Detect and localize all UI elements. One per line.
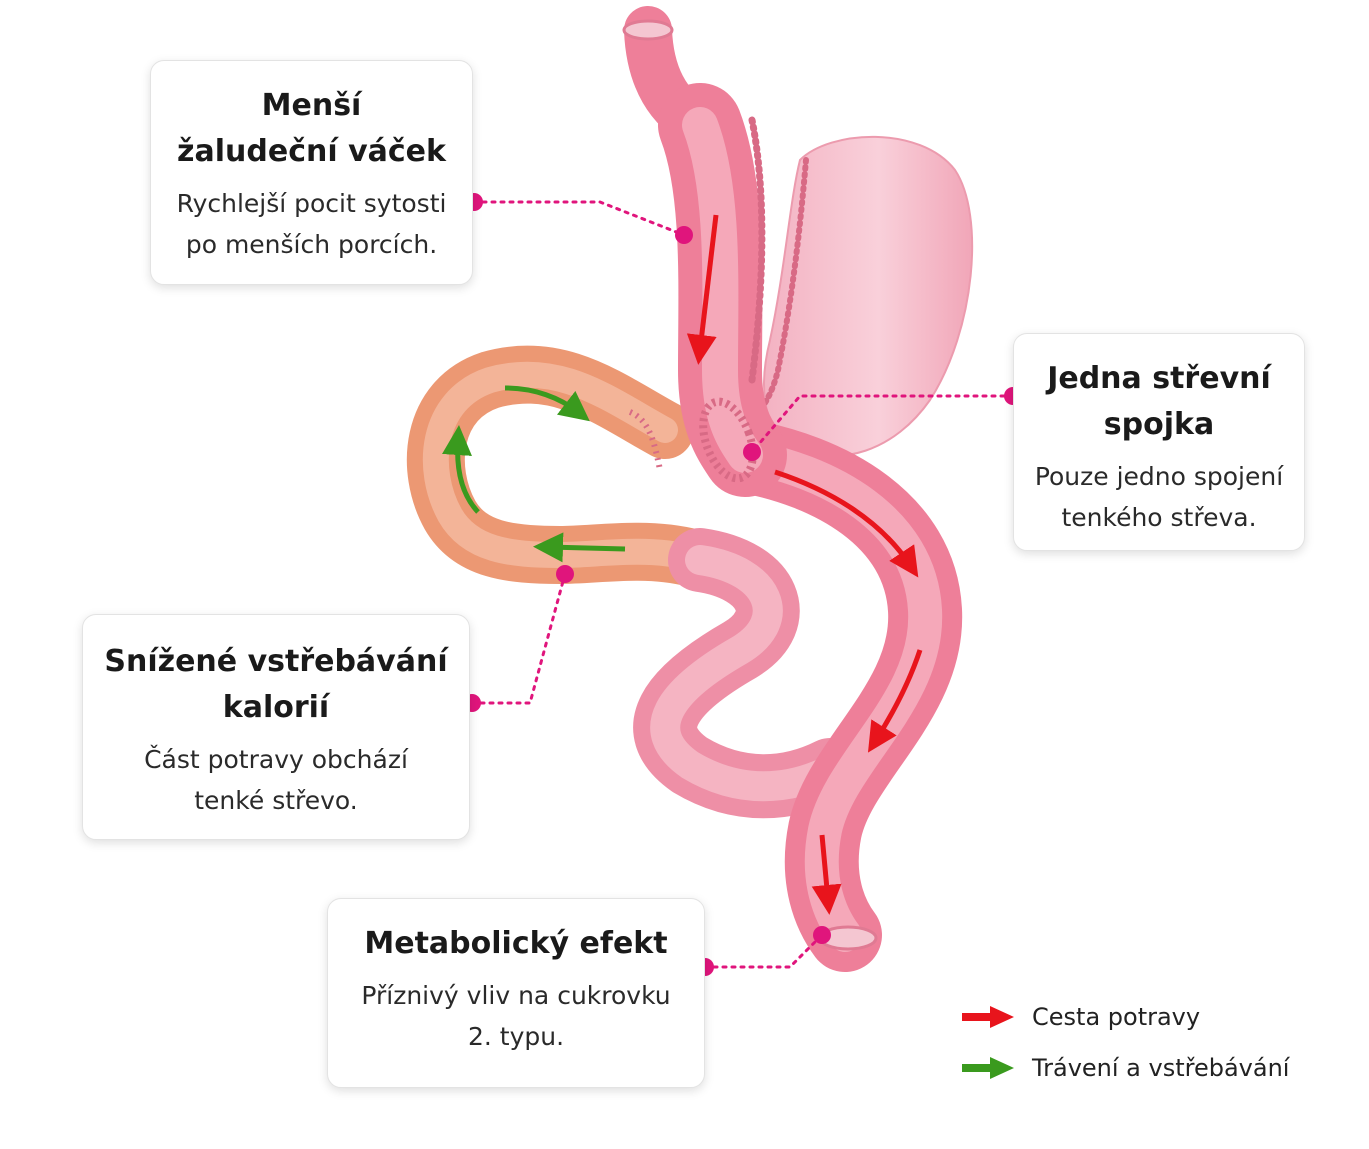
card-description-line: po menších porcích. <box>185 230 438 259</box>
pouch-staple-line <box>748 116 766 384</box>
food-path-arrow <box>686 214 719 365</box>
legend-label: Trávení a vstřebávání <box>1032 1054 1290 1082</box>
card-description-line: Příznivý vliv na cukrovku <box>361 981 671 1010</box>
card-title: Metabolický efekt <box>364 926 668 961</box>
card-title: spojka <box>1103 407 1215 442</box>
card-description-line: Pouze jedno spojení <box>1034 462 1284 491</box>
legend-label: Cesta potravy <box>1032 1003 1201 1031</box>
anastomosis-ring <box>699 397 757 483</box>
stomach-remnant <box>763 135 974 457</box>
card-description-line: Část potravy obchází <box>144 745 408 774</box>
connector-dot <box>556 565 574 583</box>
card-description: Část potravy obchází tenké střevo. <box>83 739 469 821</box>
connector-junction <box>750 394 1015 454</box>
card-description: Příznivý vliv na cukrovku 2. typu. <box>328 975 704 1057</box>
card-description-line: tenké střevo. <box>194 786 358 815</box>
food-path-arrow <box>867 649 923 753</box>
connector-pouch <box>472 200 686 237</box>
digestion-arrow <box>533 532 626 563</box>
card-title: Menší <box>261 88 362 123</box>
card-metabolic-effect: Metabolický efekt Příznivý vliv na cukro… <box>327 898 705 1088</box>
card-description: Pouze jedno spojení tenkého střeva. <box>1014 456 1304 538</box>
legend-item-digestion: Trávení a vstřebávání <box>960 1048 1320 1088</box>
card-description-line: 2. typu. <box>467 1022 565 1051</box>
digestion-arrow <box>442 425 480 514</box>
card-title: žaludeční váček <box>177 134 446 169</box>
digestion-arrow <box>504 385 590 422</box>
card-description-line: Rychlejší pocit sytosti <box>176 189 447 218</box>
card-reduced-absorption: Snížené vstřebávání kalorií Část potravy… <box>82 614 470 840</box>
connector-dot <box>675 226 693 244</box>
card-single-anastomosis: Jedna střevní spojka Pouze jedno spojení… <box>1013 333 1305 551</box>
connector-dot <box>813 926 831 944</box>
green-arrow-icon <box>962 1057 1014 1079</box>
connector-metabolic <box>703 933 824 969</box>
card-title: Snížené vstřebávání <box>104 644 448 679</box>
food-path-arrow <box>774 469 919 578</box>
card-smaller-pouch: Menší žaludeční váček Rychlejší pocit sy… <box>150 60 473 285</box>
card-title: kalorií <box>222 690 330 725</box>
legend-item-food-path: Cesta potravy <box>960 997 1320 1037</box>
card-description: Rychlejší pocit sytosti po menších porcí… <box>151 183 472 265</box>
food-path-arrow <box>811 834 842 915</box>
card-description-line: tenkého střeva. <box>1061 503 1257 532</box>
card-title: Jedna střevní <box>1047 361 1271 396</box>
connector-absorption <box>470 572 567 705</box>
connector-dot <box>743 443 761 461</box>
red-arrow-icon <box>962 1006 1014 1028</box>
